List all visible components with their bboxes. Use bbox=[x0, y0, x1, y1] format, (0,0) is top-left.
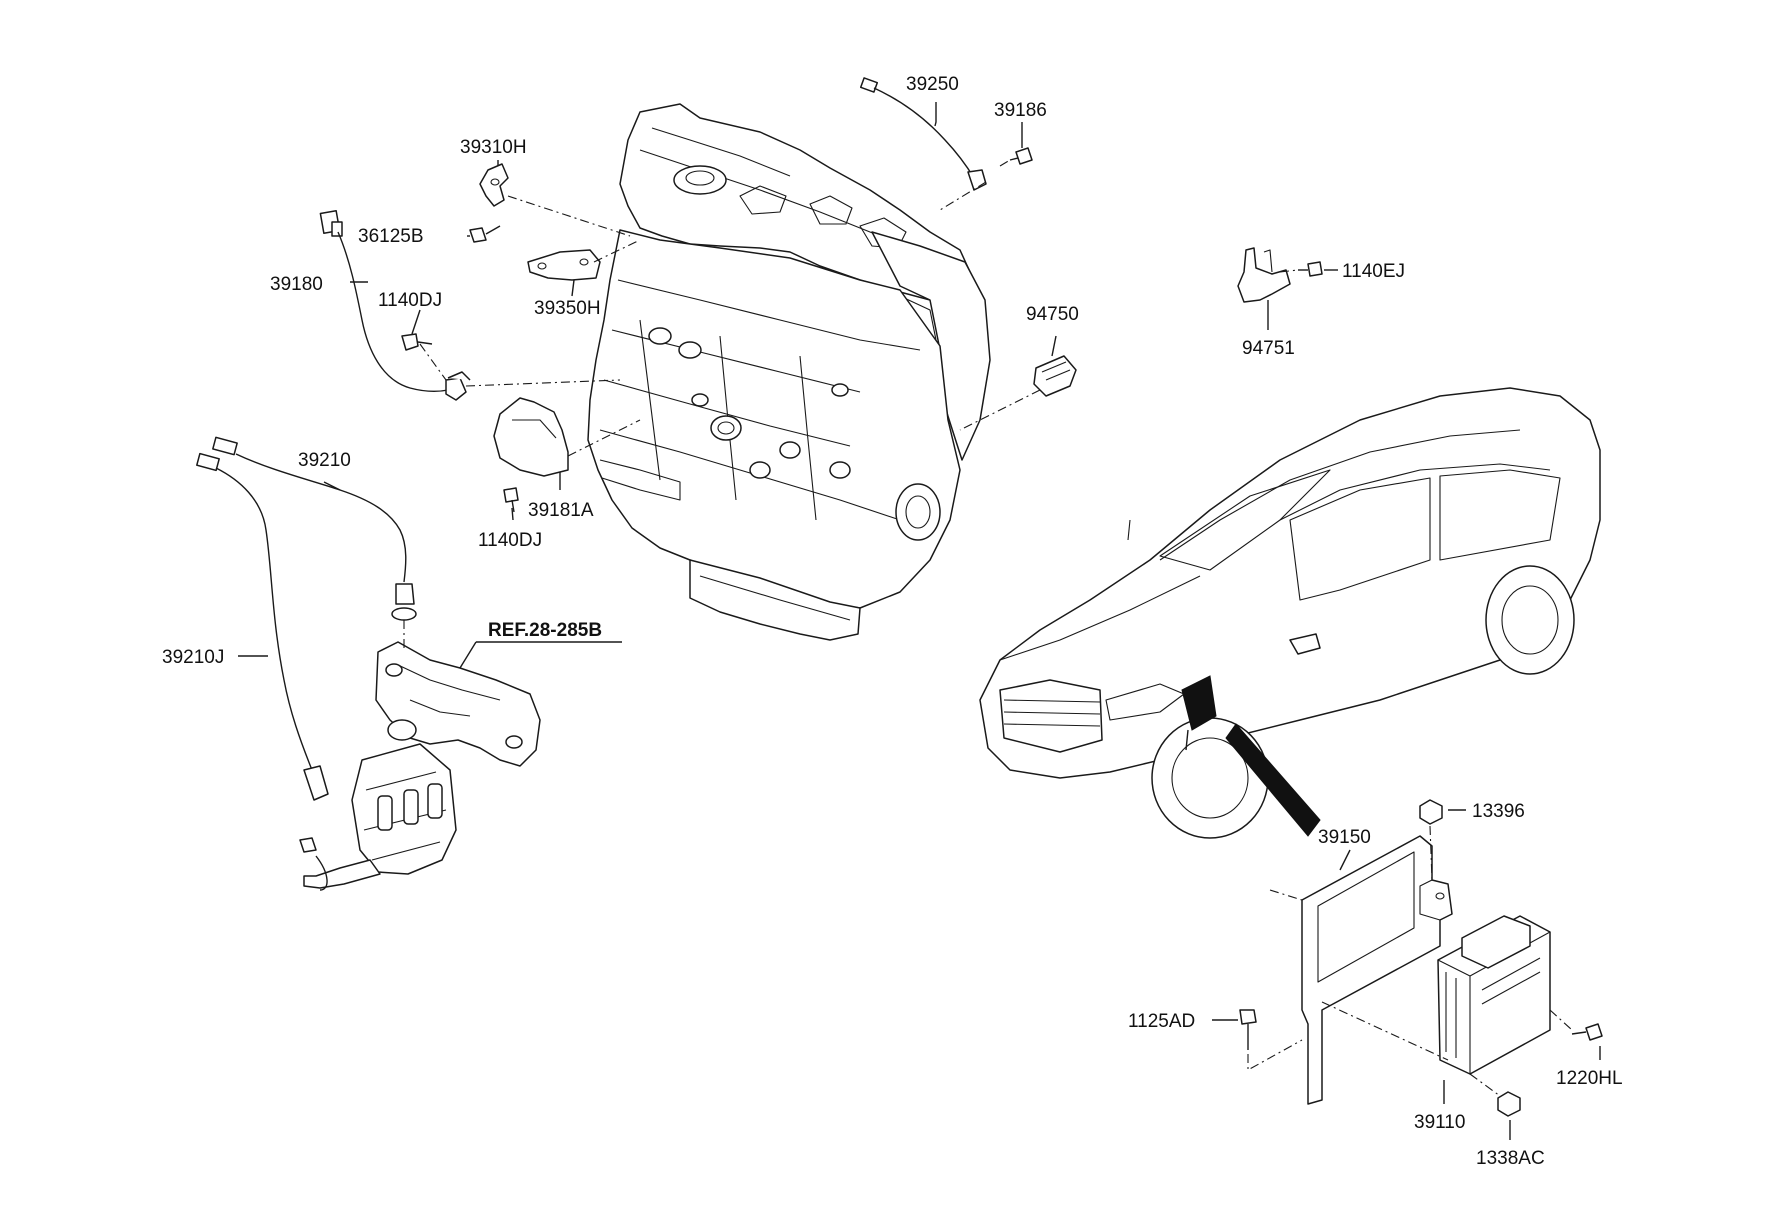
label-39210J: 39210J bbox=[162, 647, 224, 668]
leader-lines bbox=[238, 102, 1601, 1140]
engine-block-illustration bbox=[587, 103, 991, 641]
cam-sensor-39310H-illustration bbox=[479, 163, 509, 207]
label-1338AC: 1338AC bbox=[1476, 1148, 1545, 1169]
label-39186: 39186 bbox=[994, 100, 1047, 121]
bolt-39186-illustration bbox=[1009, 147, 1033, 165]
label-1220HL: 1220HL bbox=[1556, 1068, 1623, 1089]
bracket-39350H-illustration bbox=[527, 249, 601, 281]
sensor-39250-illustration bbox=[859, 77, 987, 191]
label-39150: 39150 bbox=[1318, 827, 1371, 848]
label-ref-28-285B: REF.28-285B bbox=[488, 620, 602, 641]
label-36125B: 36125B bbox=[358, 226, 424, 247]
label-1140DJ-top: 1140DJ bbox=[378, 290, 442, 311]
nut-13396-illustration bbox=[1419, 799, 1443, 825]
ecu-bracket-39150-illustration bbox=[1301, 835, 1453, 1105]
ecu-39110-illustration bbox=[1437, 915, 1551, 1075]
bolt-1140EJ-illustration bbox=[1298, 261, 1323, 277]
label-94751: 94751 bbox=[1242, 338, 1295, 359]
o2-sensor-39210-illustration bbox=[212, 436, 417, 621]
label-39350H: 39350H bbox=[534, 298, 601, 319]
label-13396: 13396 bbox=[1472, 801, 1525, 822]
label-39180: 39180 bbox=[270, 274, 323, 295]
bolt-1140DJ-bottom-illustration bbox=[503, 487, 519, 513]
label-94750: 94750 bbox=[1026, 304, 1079, 325]
bolt-1220HL-illustration bbox=[1571, 1023, 1603, 1041]
label-39310H: 39310H bbox=[460, 137, 527, 158]
part-labels: 39250 39186 39310H 36125B 39350H 39180 1… bbox=[162, 74, 1623, 1169]
label-1125AD: 1125AD bbox=[1128, 1011, 1195, 1032]
bolt-36125B-illustration bbox=[469, 225, 501, 243]
label-1140EJ: 1140EJ bbox=[1342, 261, 1405, 282]
crank-sensor-39180-illustration bbox=[319, 210, 471, 401]
label-39181A: 39181A bbox=[528, 500, 594, 521]
car-illustration bbox=[979, 387, 1601, 839]
heat-shield-39181A-illustration bbox=[493, 397, 569, 477]
label-39110: 39110 bbox=[1414, 1112, 1465, 1133]
bracket-94751-illustration bbox=[1237, 247, 1291, 303]
bolt-1125AD-illustration bbox=[1239, 1009, 1257, 1050]
label-39210: 39210 bbox=[298, 450, 351, 471]
o2-sensor-39210J-illustration bbox=[196, 452, 329, 801]
assembly-lines bbox=[403, 159, 1573, 1097]
bolt-1140DJ-top-illustration bbox=[401, 333, 433, 351]
sensor-94750-illustration bbox=[1033, 355, 1077, 397]
label-39250: 39250 bbox=[906, 74, 959, 95]
exhaust-manifold-illustration bbox=[299, 641, 541, 891]
label-1140DJ-bottom: 1140DJ bbox=[478, 530, 542, 551]
nut-1338AC-illustration bbox=[1497, 1091, 1521, 1117]
